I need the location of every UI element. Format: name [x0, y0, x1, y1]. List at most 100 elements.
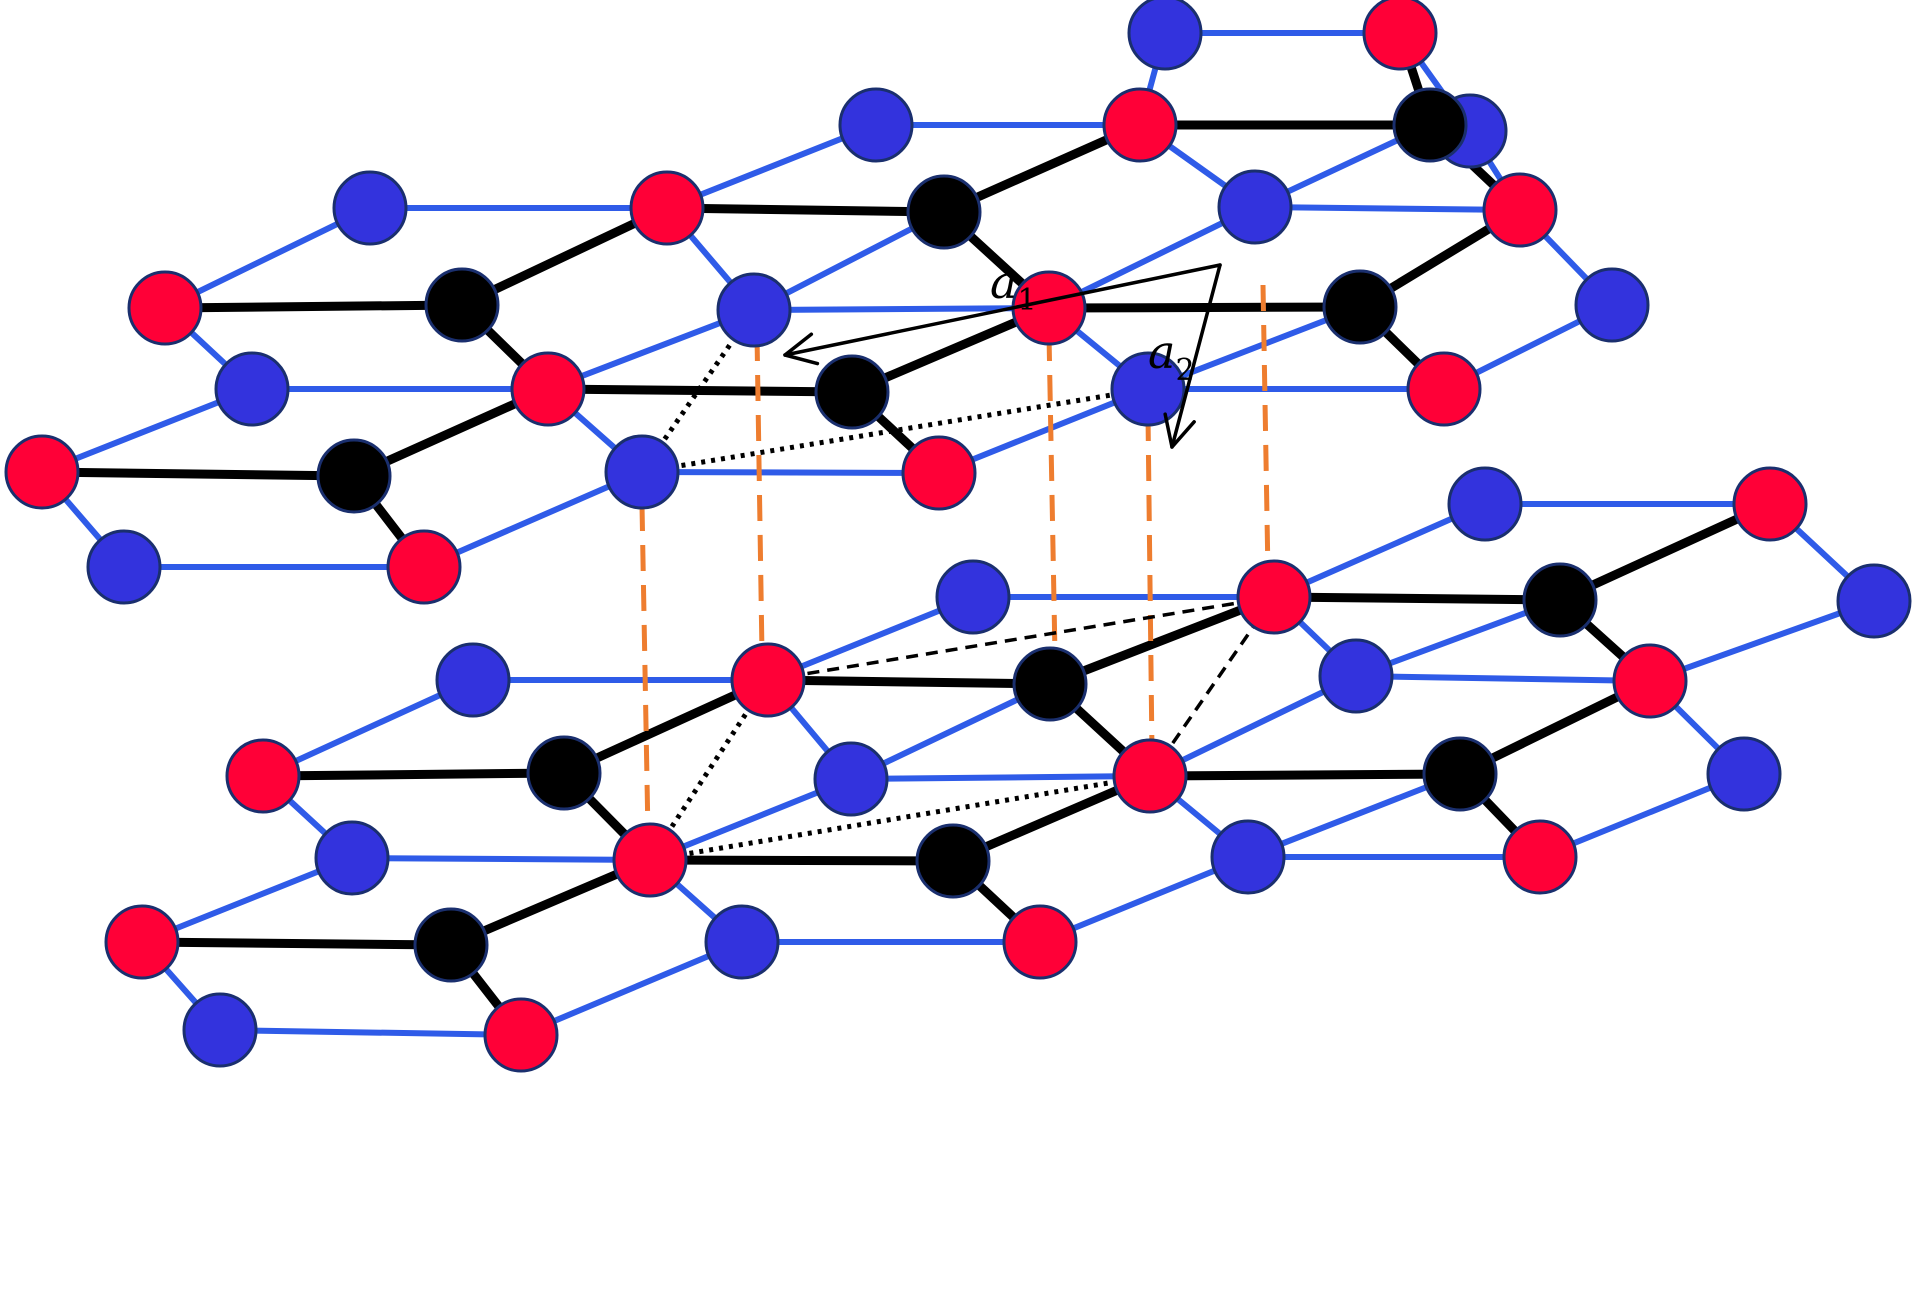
blue-atom — [332, 170, 408, 246]
unit-cell-dashed-edge — [767, 595, 1275, 682]
blue-bond — [421, 469, 645, 570]
black-bond — [457, 203, 672, 310]
blue-bond — [139, 855, 355, 945]
blue-atom — [716, 272, 792, 348]
blue-bond — [1145, 304, 1363, 392]
vector-a2-arrow-shaft — [1170, 263, 1222, 449]
blue-atom — [1574, 267, 1650, 343]
blue-atom — [1706, 736, 1782, 812]
black-bond — [258, 768, 569, 781]
interlayer-dashed-line — [1145, 414, 1155, 753]
red-atom — [730, 642, 806, 718]
blue-bond — [162, 205, 373, 311]
red-atom — [225, 738, 301, 814]
interlayer-stacking-lines — [639, 284, 1271, 836]
vector-a1-symbol: a — [990, 255, 1017, 309]
red-atom — [1102, 87, 1178, 163]
black-atom — [424, 267, 500, 343]
blue-atom — [1217, 169, 1293, 245]
blue-atom — [1127, 0, 1203, 71]
black-atom — [1522, 562, 1598, 638]
red-atom — [901, 435, 977, 511]
vector-a2-label: a2 — [1148, 325, 1195, 388]
black-bond — [160, 300, 467, 313]
red-atom — [1482, 172, 1558, 248]
blue-bond — [39, 386, 255, 475]
red-atom — [510, 351, 586, 427]
atom-set — [4, 0, 1912, 1073]
black-bond — [763, 675, 1055, 689]
blue-bond — [1252, 204, 1523, 213]
blue-bond — [1647, 598, 1877, 684]
black-atom — [1392, 87, 1468, 163]
blue-atom — [214, 351, 290, 427]
blue-atom — [935, 559, 1011, 635]
blue-atom — [1836, 563, 1912, 639]
blue-atom — [604, 434, 680, 510]
black-bond — [1145, 769, 1465, 781]
blue-atom — [704, 904, 780, 980]
blue-bond — [1046, 204, 1258, 311]
blue-atom — [838, 87, 914, 163]
blue-bond — [349, 855, 653, 863]
blue-bond — [751, 305, 1052, 313]
red-atom — [1502, 819, 1578, 895]
vector-a2-arrow — [1163, 263, 1222, 449]
black-atom — [526, 735, 602, 811]
red-atom — [1362, 0, 1438, 71]
red-atom — [483, 997, 559, 1073]
vector-a1-arrow-shaft — [783, 263, 1222, 357]
black-bond — [1269, 592, 1565, 605]
unit-cell-dotted-edge — [649, 773, 1151, 863]
red-atom — [386, 529, 462, 605]
black-bond — [1044, 302, 1365, 313]
blue-bond — [936, 386, 1151, 476]
blue-atom — [1318, 638, 1394, 714]
black-atom — [1422, 736, 1498, 812]
blue-atom — [1447, 466, 1523, 542]
red-atom — [1236, 559, 1312, 635]
blue-atom — [813, 741, 889, 817]
black-atom — [906, 174, 982, 250]
red-atom — [612, 822, 688, 898]
blue-atom — [1210, 819, 1286, 895]
interlayer-dashed-line — [1260, 284, 1271, 576]
blue-bond — [518, 939, 745, 1038]
red-atom — [1112, 738, 1188, 814]
black-atom — [413, 907, 489, 983]
red-atom — [1002, 904, 1078, 980]
blue-atom — [435, 642, 511, 718]
vector-a1-arrow-head — [783, 332, 820, 366]
red-atom — [104, 904, 180, 980]
black-atom — [1322, 269, 1398, 345]
interlayer-dashed-line — [1046, 334, 1058, 656]
black-atom — [316, 438, 392, 514]
black-bond — [662, 203, 949, 217]
red-atom — [127, 270, 203, 346]
red-atom — [629, 170, 705, 246]
black-atom — [915, 823, 991, 899]
black-bond — [1555, 499, 1775, 605]
vector-a1-label: a1 — [990, 255, 1037, 318]
red-atom — [4, 434, 80, 510]
blue-bond — [260, 677, 476, 779]
black-bond — [645, 855, 958, 866]
interlayer-dashed-line — [639, 504, 651, 836]
vector-a2-subscript: 2 — [1175, 353, 1194, 388]
blue-bond — [639, 469, 942, 476]
interlayer-dashed-line — [754, 334, 765, 655]
black-bond — [137, 937, 456, 950]
black-atom — [814, 354, 890, 430]
blue-atom — [314, 820, 390, 896]
vector-a1-arrow — [783, 263, 1222, 366]
blue-bond — [848, 773, 1153, 782]
black-bond — [37, 467, 359, 481]
blue-atom — [86, 529, 162, 605]
red-atom — [1406, 351, 1482, 427]
red-atom — [1732, 466, 1808, 542]
blue-atom — [182, 992, 258, 1068]
vector-a2-symbol: a — [1148, 325, 1175, 379]
lattice-vector-labels: a1 a2 — [990, 255, 1195, 388]
black-atom — [1012, 646, 1088, 722]
